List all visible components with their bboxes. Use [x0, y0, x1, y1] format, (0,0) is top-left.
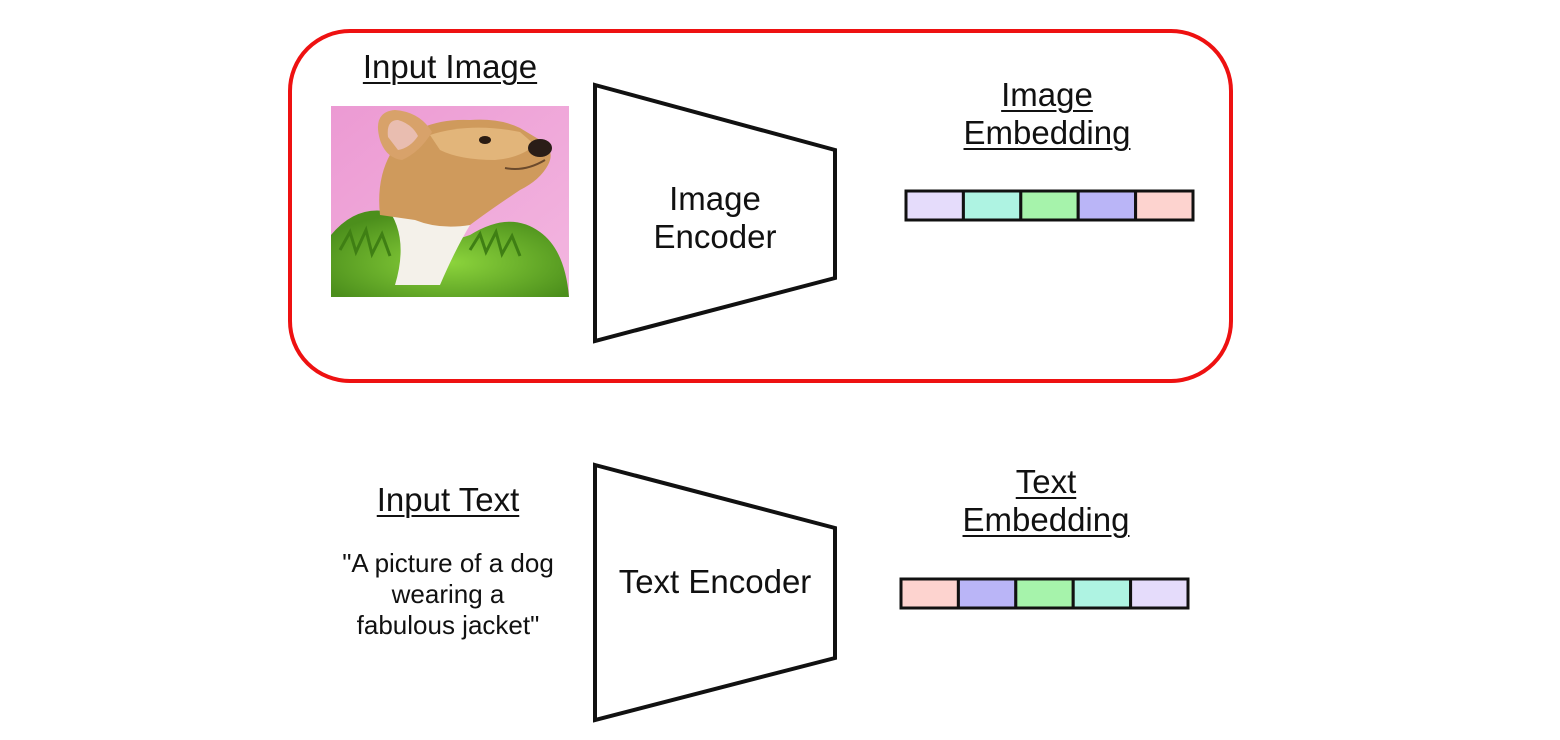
text-embedding-cell [956, 577, 1018, 610]
text-embedding-cell [899, 577, 960, 610]
image-encoder-label: Image Encoder [615, 180, 815, 256]
image-embedding-cell [1019, 189, 1080, 222]
image-encoder-label-line: Image [669, 180, 761, 217]
input-image-label: Input Image [362, 48, 538, 85]
image-embedding-cell [1076, 189, 1138, 222]
image-embedding-cell [904, 189, 965, 222]
text-embedding-cell [1014, 577, 1075, 610]
input-text-caption-line: "A picture of a dog [342, 548, 554, 578]
image-encoder-trapezoid [593, 82, 837, 344]
input-text-caption-line: wearing a [391, 579, 505, 609]
text-embedding-label-line: Embedding [962, 501, 1130, 538]
image-embedding-cell [961, 189, 1023, 222]
text-embedding-cell [1071, 577, 1133, 610]
input-text-label: Input Text [376, 481, 520, 518]
image-embedding-label: Image Embedding [937, 76, 1157, 152]
input-text-caption: "A picture of a dog wearing a fabulous j… [318, 548, 578, 641]
text-embedding-label: Text Embedding [936, 463, 1156, 539]
text-embedding-cell [1129, 577, 1190, 610]
text-embedding-vector [899, 577, 1190, 610]
image-embedding-label-line: Embedding [963, 114, 1131, 151]
text-encoder-label: Text Encoder [618, 563, 812, 600]
image-embedding-cell [1134, 189, 1195, 222]
text-embedding-label-line: Text [1015, 463, 1077, 500]
image-encoder-label-line: Encoder [653, 218, 777, 255]
input-text-caption-line: fabulous jacket" [356, 610, 540, 640]
image-embedding-vector [904, 189, 1195, 222]
image-embedding-label-line: Image [1001, 76, 1093, 113]
image-branch-highlight-box [288, 29, 1233, 383]
text-encoder-trapezoid [593, 462, 837, 723]
dog-photo [331, 106, 569, 297]
